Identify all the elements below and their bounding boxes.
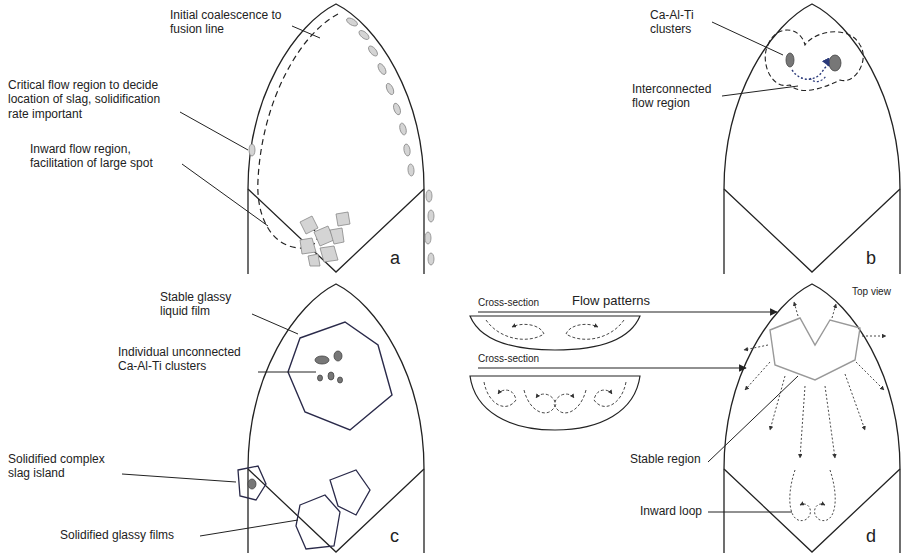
annotation-label: Inward flow region, facilitation of larg… [30, 142, 180, 171]
annotation-label: Initial coalescence to fusion line [170, 8, 290, 37]
annotation-label: Inward loop [640, 504, 708, 518]
panel-letter: b [866, 248, 886, 270]
annotation-label: Solidified glassy films [60, 528, 200, 542]
panel-b-details [712, 22, 863, 96]
section-label: Cross-section [478, 297, 558, 309]
panel-letter: d [866, 526, 886, 548]
section-label: Cross-section [478, 353, 558, 365]
annotation-label: Critical flow region to decide location … [8, 78, 180, 121]
panel-d-details [470, 302, 886, 521]
weld-bead-b [724, 4, 900, 274]
annotation-label: Ca-Al-Ti clusters [650, 8, 712, 37]
panel-a-details [180, 14, 434, 266]
weld-bead-a [248, 4, 424, 274]
annotation-label: Stable glassy liquid film [160, 290, 250, 319]
annotation-label: Interconnected flow region [632, 82, 722, 111]
panel-letter: a [390, 248, 410, 270]
view-label: Top view [852, 286, 912, 298]
annotation-label: Stable region [630, 452, 708, 466]
weld-bead-c [248, 284, 424, 553]
panel-letter: c [390, 526, 410, 548]
heading-label: Flow patterns [572, 293, 672, 309]
annotation-label: Solidified complex slag island [8, 452, 120, 481]
weld-bead-d [724, 284, 900, 553]
annotation-label: Individual unconnected Ca-Al-Ti clusters [118, 345, 256, 374]
